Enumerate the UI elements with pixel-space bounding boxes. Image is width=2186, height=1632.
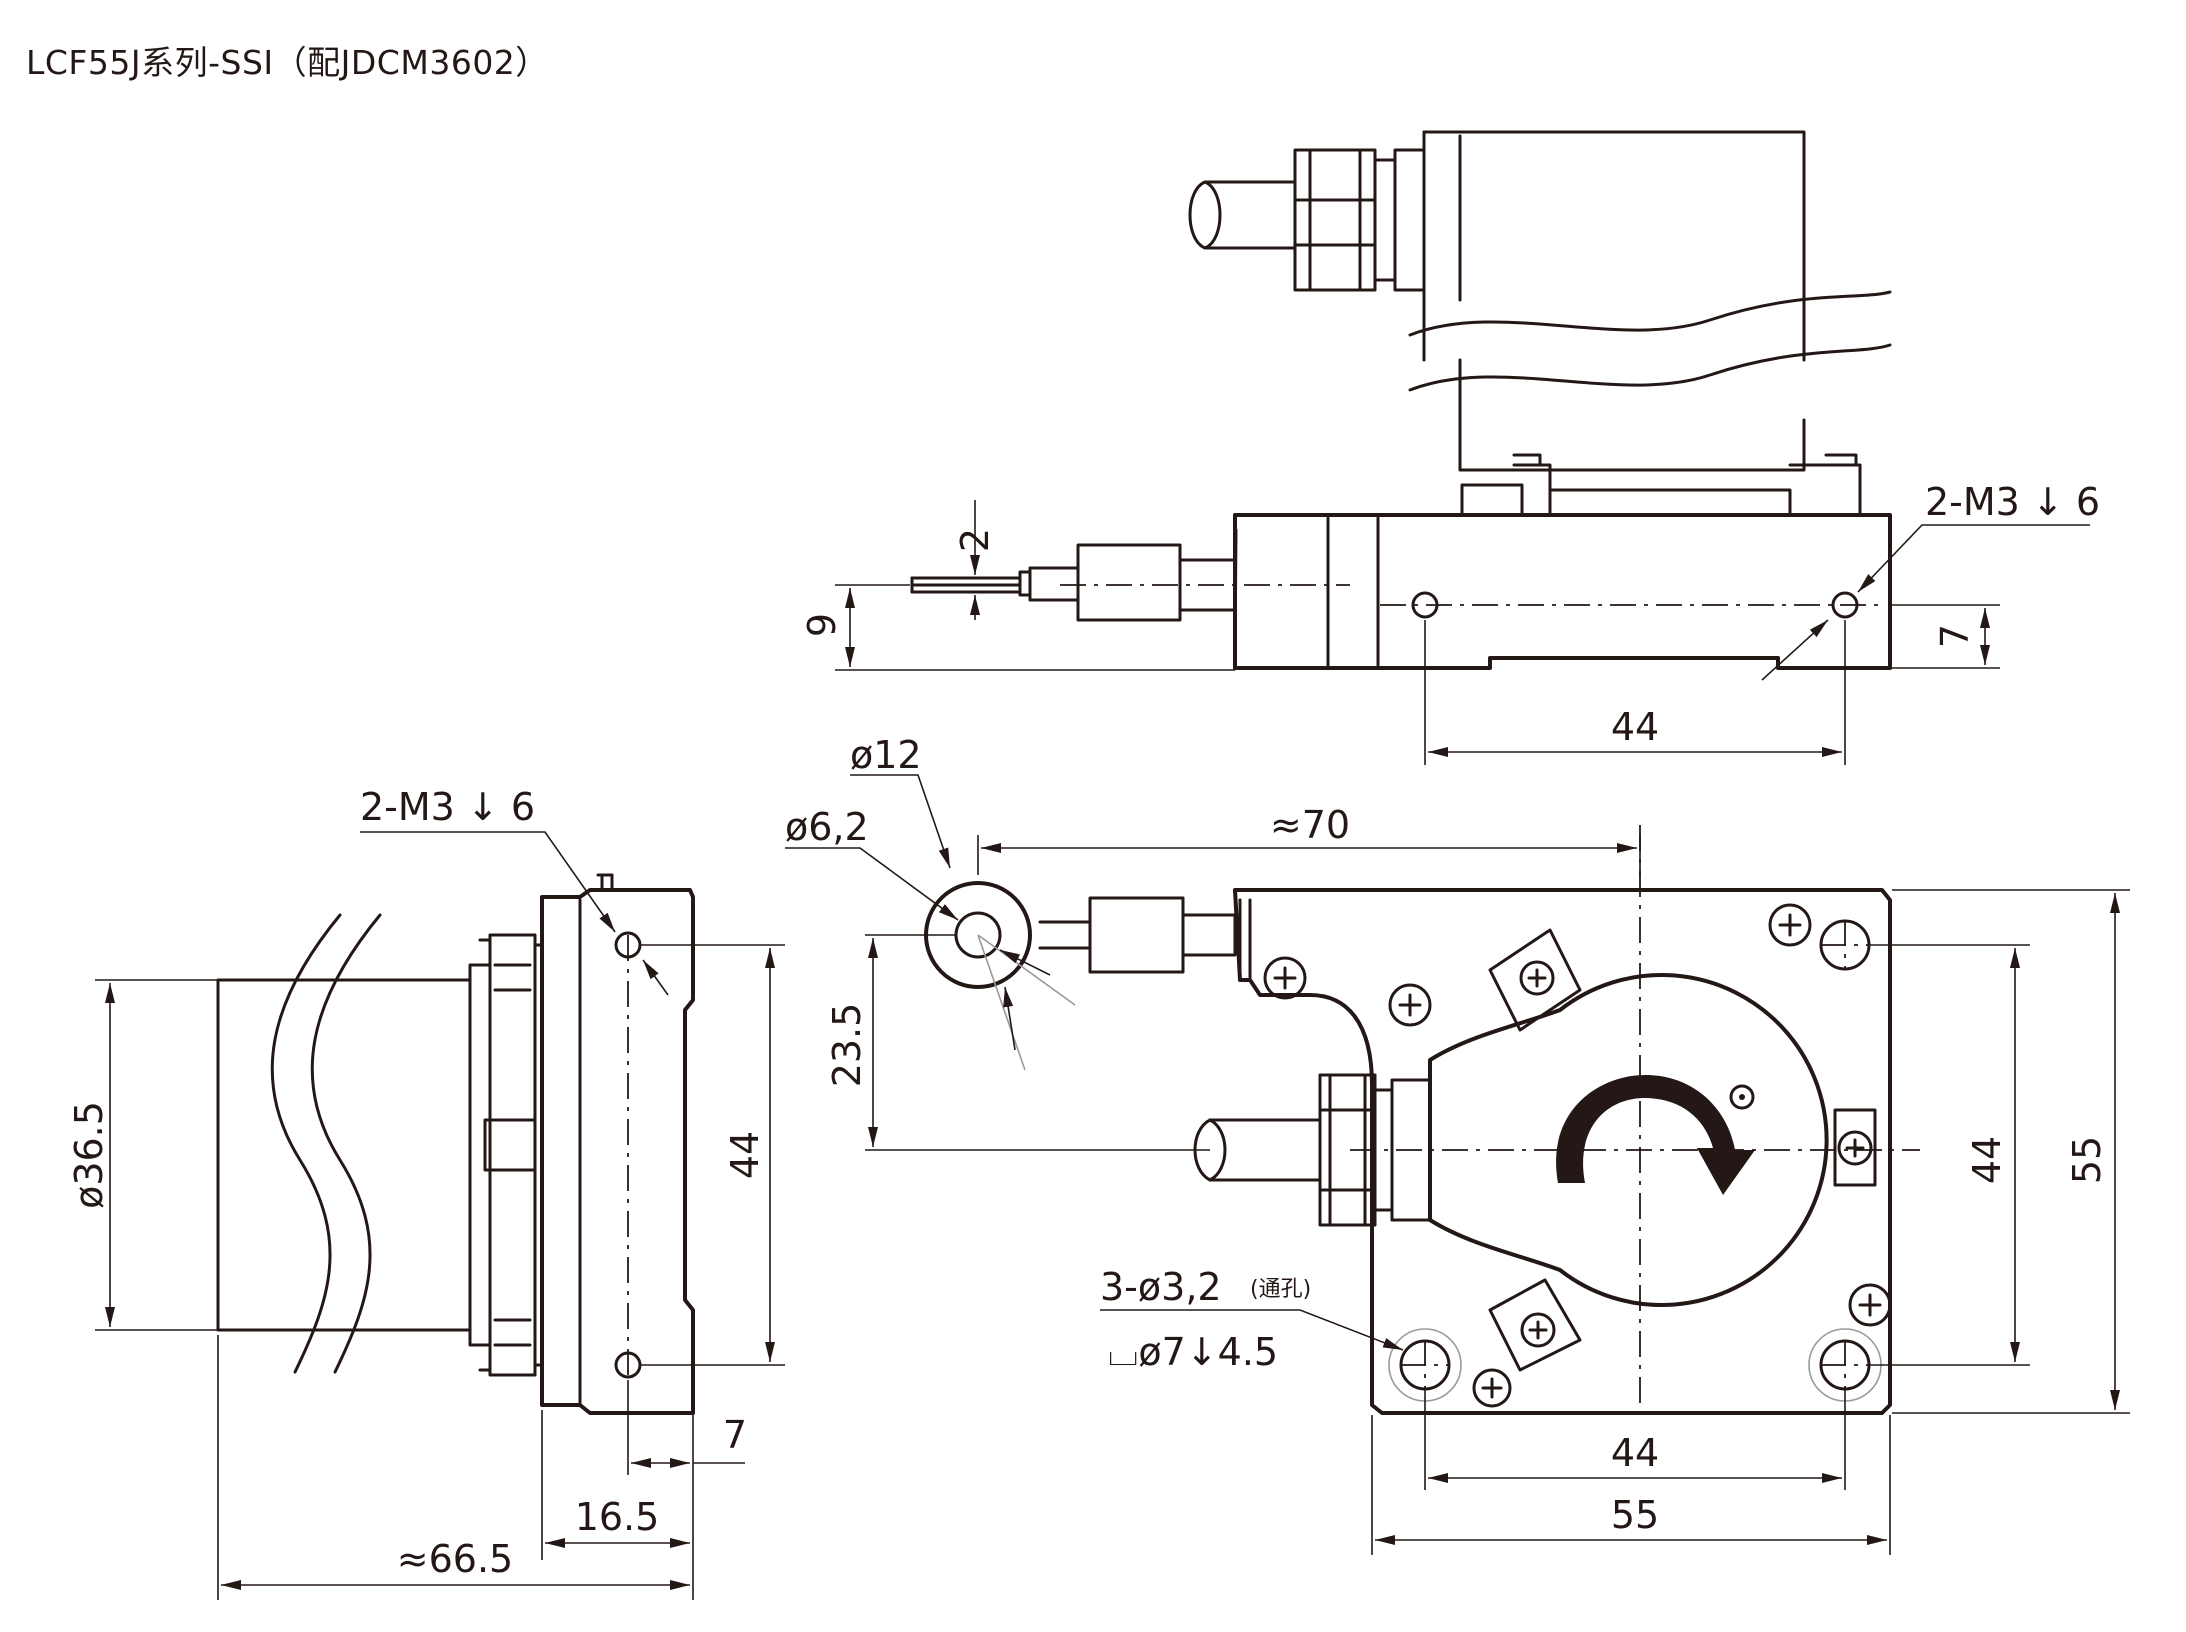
dim-d36-5: ø36.5	[67, 1101, 111, 1209]
screw-icon	[1768, 903, 1812, 947]
screw-icon	[1837, 1130, 1873, 1166]
screw-icon	[1848, 1283, 1892, 1327]
counterbore-callout: ⌴ø7↓4.5	[1108, 1330, 1278, 1374]
dim-23-5: 23.5	[825, 1003, 869, 1088]
holes-callout: 3-ø3,2	[1100, 1265, 1222, 1309]
screw-icon	[1519, 960, 1555, 996]
dim-44-horizontal: 44	[1611, 1431, 1659, 1475]
dim-d12: ø12	[850, 733, 922, 777]
side-view: ø36.5 44 7 16.5 ≈66.5 2-M3 ↓ 6	[67, 785, 785, 1600]
dim-approx-70: ≈70	[1270, 803, 1350, 847]
screw-icon	[1388, 983, 1432, 1027]
dim-16-5: 16.5	[575, 1495, 660, 1539]
dim-44-vertical: 44	[1965, 1136, 2009, 1184]
screw-icon	[1472, 1368, 1512, 1408]
top-thread-callout: 2-M3 ↓ 6	[1925, 480, 2100, 524]
dim-7-side: 7	[723, 1413, 747, 1457]
dim-44-side: 44	[723, 1131, 767, 1179]
dim-55-vertical: 55	[2065, 1136, 2109, 1184]
screw-icon	[1263, 956, 1307, 1000]
dim-2: 2	[953, 528, 997, 552]
dim-7-top: 7	[1933, 624, 1977, 648]
front-view: ≈70 23.5 ø12 ø6,2 44 55 44 55 3-ø3,2 (通孔…	[785, 733, 2130, 1555]
dim-d6-2: ø6,2	[785, 805, 869, 849]
dim-44-top: 44	[1611, 705, 1659, 749]
top-view: 2 9 7 44 2-M3 ↓ 6	[800, 130, 2100, 765]
dim-55-horizontal: 55	[1611, 1493, 1659, 1537]
rotation-arrow-icon	[1556, 1075, 1755, 1195]
screw-icon	[1520, 1312, 1556, 1348]
side-thread-callout: 2-M3 ↓ 6	[360, 785, 535, 829]
holes-note: (通孔)	[1250, 1277, 1311, 1302]
dim-9: 9	[800, 613, 844, 637]
page-title: LCF55J系列-SSI（配JDCM3602）	[26, 43, 549, 82]
dim-approx-66-5: ≈66.5	[397, 1537, 513, 1581]
